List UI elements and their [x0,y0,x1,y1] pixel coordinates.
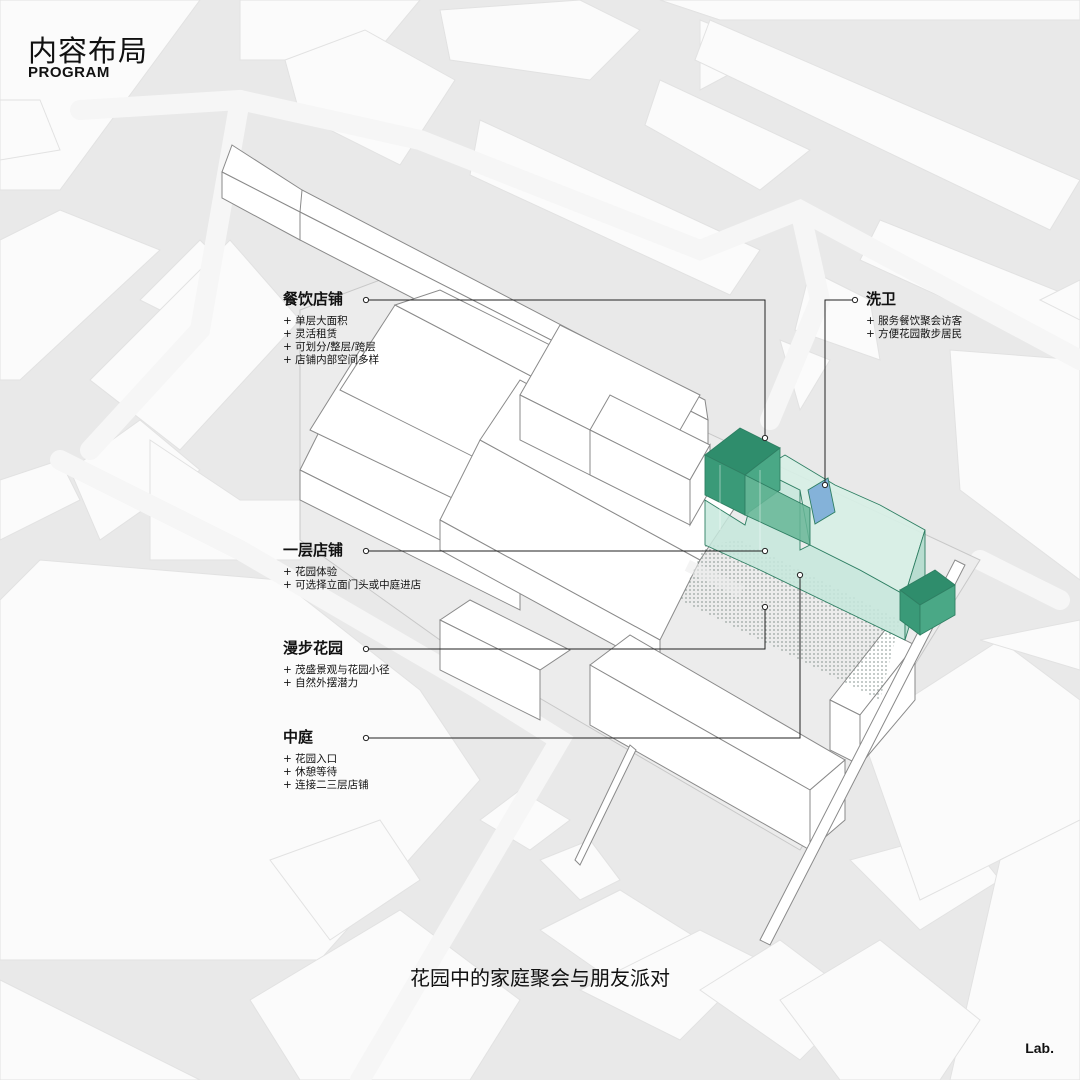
label-item: + 服务餐饮聚会访客 [866,315,963,327]
leader-dots [362,296,859,742]
city-block [249,909,521,1080]
garden-path [684,560,744,598]
leader-dot [851,296,859,304]
label-item: + 可选择立面门头或中庭进店 [283,579,422,591]
label-ground-shops: 一层店铺 + 花园体验 + 可选择立面门头或中庭进店 [283,539,421,592]
label-atrium: 中庭 + 花园入口 + 休憩等待 + 连接二三层店铺 [283,726,369,792]
city-block [979,619,1080,671]
building-small-front [439,619,541,721]
leader-dot [362,734,370,742]
city-block [644,79,811,191]
leader-dot [362,296,370,304]
label-dining: 餐饮店铺 + 单层大面积 + 灵活租赁 + 可划分/整层/跨层 + 店铺内部空间… [283,288,379,367]
leader-garden [368,607,766,650]
leader-dot [761,434,769,442]
leader-dot [761,603,769,611]
label-item: + 店铺内部空间多样 [283,354,380,366]
city-block [0,979,201,1080]
garden-area [680,540,900,700]
roads [50,89,1080,1080]
road [70,89,1080,370]
label-item: + 灵活租赁 [283,328,338,340]
city-block [694,19,1080,231]
leader-dining [368,299,766,438]
city-block [1038,279,1080,321]
road [970,550,1070,610]
label-item: + 单层大面积 [283,315,348,327]
label-item: + 连接二三层店铺 [283,779,369,791]
city-block [949,819,1080,1080]
perimeter-wall-b [574,744,637,866]
perimeter-wall [759,559,966,946]
garden-dots [680,540,900,700]
city-block [859,639,1080,901]
city-block [779,939,981,1080]
city-block [949,349,1080,581]
right-dark-side [919,584,956,636]
leader-dot [761,547,769,555]
road [760,200,831,430]
city-block [539,839,621,901]
label-heading: 洗卫 [866,290,897,308]
label-restroom: 洗卫 + 服务餐饮聚会访客 + 方便花园散步居民 [866,288,962,341]
leader-atrium [368,575,801,739]
existing-buildings [221,144,966,946]
label-item: + 可划分/整层/跨层 [283,341,376,353]
label-item: + 花园入口 [283,753,338,765]
leader-dot [362,547,370,555]
leader-dot [821,481,829,489]
city-block [439,0,641,81]
city-block [479,789,571,851]
city-block [269,819,421,941]
dining-dark-front-2 [744,474,811,546]
label-garden: 漫步花园 + 茂盛景观与花园小径 + 自然外摆潜力 [283,637,390,690]
page-subtitle: PROGRAM [28,64,110,81]
label-heading: 餐饮店铺 [283,290,344,308]
city-block [0,99,61,161]
highlighted-program [704,427,956,641]
label-heading: 漫步花园 [283,639,344,657]
label-item: + 花园体验 [283,566,338,578]
label-item: + 茂盛景观与花园小径 [283,664,390,676]
brand-logo: Lab. [1025,1040,1054,1056]
label-item: + 自然外摆潜力 [283,677,359,689]
label-heading: 中庭 [283,728,314,746]
label-item: + 休憩等待 [283,766,338,778]
leader-lines [368,299,853,739]
page-title: 内容布局 [28,34,149,68]
diagram-caption: 花园中的家庭聚会与朋友派对 [410,966,670,990]
city-block [0,559,481,961]
leader-restroom [824,299,853,485]
leader-dot [796,571,804,579]
restroom-blue [807,477,836,525]
city-block [0,209,161,381]
city-block [0,459,81,541]
city-block [659,0,1080,21]
label-item: + 方便花园散步居民 [866,328,963,340]
leader-dot [362,645,370,653]
label-heading: 一层店铺 [283,541,344,559]
